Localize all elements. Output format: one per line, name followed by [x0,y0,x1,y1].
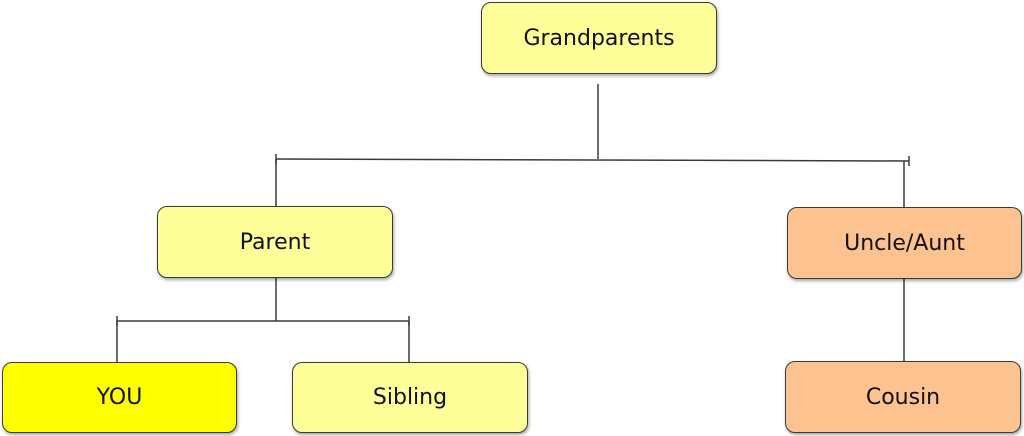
grandparents-bar-line [275,158,910,162]
sibling-label: Sibling [372,385,448,410]
you-label: YOU [96,385,143,410]
parent-label: Parent [239,229,311,255]
cousin-label: Cousin [865,384,941,410]
sibling-node: Sibling [292,362,528,433]
grandparents-label: Grandparents [523,25,675,51]
grandparents-node: Grandparents [481,2,717,74]
you-node: YOU [2,362,237,433]
uncle-aunt-node: Uncle/Aunt [787,207,1022,279]
cousin-node: Cousin [785,361,1021,433]
uncle-aunt-label: Uncle/Aunt [844,230,965,256]
parent-node: Parent [157,206,393,278]
